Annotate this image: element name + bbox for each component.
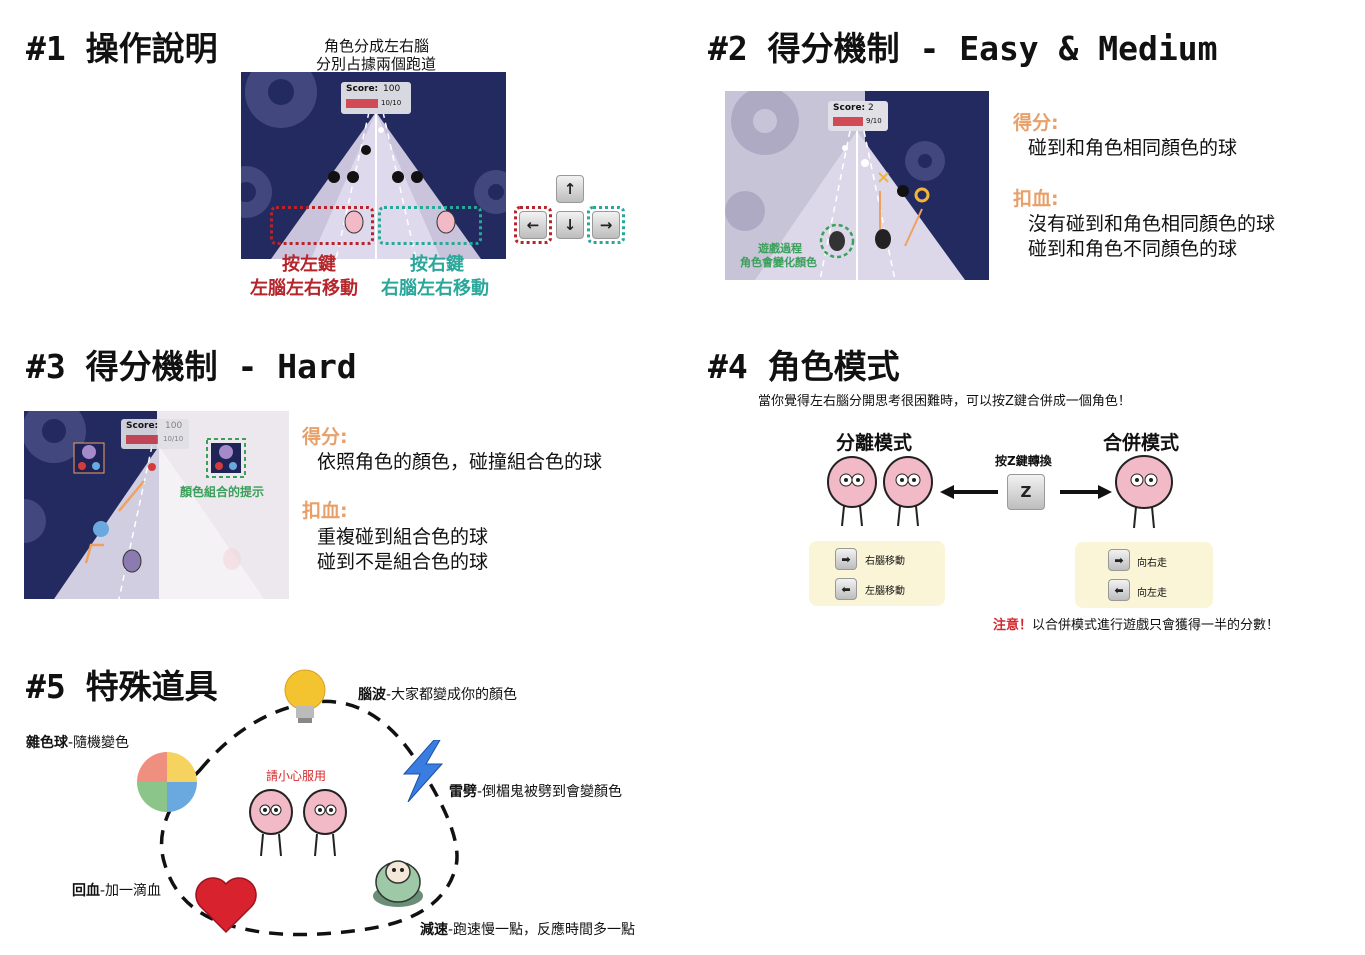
right-key-label: 按右鍵 bbox=[410, 254, 464, 275]
section3-gain-1: 依照角色的顏色，碰撞組合色的球 bbox=[317, 451, 603, 473]
split-left-key: ⬅ bbox=[835, 578, 857, 600]
item-heal: 回血-加一滴血 bbox=[72, 880, 161, 900]
item-lightning-desc: -倒楣鬼被劈到會變顏色 bbox=[477, 784, 623, 800]
item-brainwave-name: 腦波 bbox=[358, 687, 386, 703]
section1-caption-line1: 角色分成左右腦 bbox=[324, 37, 430, 55]
merge-left-key: ⬅ bbox=[1108, 579, 1130, 601]
item-colorball-desc: -隨機變色 bbox=[68, 735, 130, 751]
svg-text:×: × bbox=[876, 167, 891, 188]
item-heal-desc: -加一滴血 bbox=[100, 883, 162, 899]
item-colorball: 雜色球-隨機變色 bbox=[26, 732, 129, 752]
lightbulb-icon bbox=[284, 669, 326, 723]
section3-loss-2: 碰到不是組合色的球 bbox=[317, 551, 489, 573]
split-mode-title: 分離模式 bbox=[836, 432, 913, 454]
section3-game-screenshot: Score: 100 10/10 顏色組合的提示 bbox=[24, 411, 289, 599]
heart-icon bbox=[195, 877, 257, 934]
arrow-right-key: → bbox=[592, 211, 620, 239]
section1-score-value: 100 bbox=[383, 84, 401, 94]
section1-game-screenshot: Score: 100 10/10 bbox=[241, 72, 506, 259]
item-colorball-name: 雜色球 bbox=[26, 735, 68, 751]
section2-score-value: 2 bbox=[868, 103, 874, 113]
item-lightning-name: 雷劈 bbox=[449, 784, 477, 800]
section2-game-scene: × bbox=[725, 91, 965, 280]
section2-overlay-line1: 遊戲過程 bbox=[758, 242, 802, 255]
section2-gain-label: 得分: bbox=[1013, 112, 1059, 134]
left-key-label: 按左鍵 bbox=[282, 254, 336, 275]
arrow-right-highlight bbox=[587, 206, 625, 244]
item-heal-name: 回血 bbox=[72, 883, 100, 899]
merged-brain-illustration bbox=[1115, 455, 1173, 529]
arrow-right-icon bbox=[1060, 485, 1112, 499]
items-loop-path bbox=[159, 699, 459, 937]
z-key: Z bbox=[1007, 474, 1045, 510]
arrow-left-highlight bbox=[514, 206, 552, 244]
split-brains-illustration bbox=[827, 456, 933, 527]
section5-center-text: 請小心服用 bbox=[266, 769, 327, 783]
section3-title: #3 得分機制 - Hard bbox=[26, 347, 357, 386]
split-controls-panel: ➡ 右腦移動 ⬅ 左腦移動 bbox=[809, 541, 945, 606]
merge-left-label: 向左走 bbox=[1137, 588, 1167, 599]
item-lightning: 雷劈-倒楣鬼被劈到會變顏色 bbox=[449, 781, 622, 801]
section2-score-panel: Score: 2 9/10 bbox=[828, 101, 888, 131]
section1-hp-bar bbox=[346, 99, 378, 108]
section3-game-scene bbox=[24, 411, 289, 599]
arrow-left-key: ← bbox=[519, 211, 547, 239]
merge-right-key: ➡ bbox=[1108, 549, 1130, 571]
section3-hint-label: 顏色組合的提示 bbox=[180, 485, 265, 499]
lightning-icon bbox=[402, 740, 444, 802]
split-right-key: ➡ bbox=[835, 548, 857, 570]
section3-hp-text: 10/10 bbox=[163, 435, 184, 443]
section2-overlay-line2: 角色會變化顏色 bbox=[740, 256, 817, 269]
section3-score-panel: Score: 100 10/10 bbox=[121, 419, 189, 449]
section1-game-scene bbox=[241, 72, 506, 259]
right-lane-highlight bbox=[378, 206, 482, 245]
center-brains-illustration bbox=[249, 789, 347, 857]
item-slow-desc: -跑速慢一點，反應時間多一點 bbox=[448, 922, 636, 938]
section3-hp-bar bbox=[126, 435, 158, 444]
section3-loss-1: 重複碰到組合色的球 bbox=[317, 526, 489, 548]
section3-gain-label: 得分: bbox=[302, 426, 348, 448]
section3-score-label: Score: bbox=[126, 421, 159, 431]
item-slow: 減速-跑速慢一點，反應時間多一點 bbox=[420, 919, 635, 939]
item-brainwave-desc: -大家都變成你的顏色 bbox=[386, 687, 518, 703]
merge-mode-title: 合併模式 bbox=[1103, 432, 1180, 454]
section2-gain-1: 碰到和角色相同顏色的球 bbox=[1028, 137, 1238, 159]
section1-score-label: Score: bbox=[346, 84, 379, 94]
merge-right-label: 向右走 bbox=[1137, 558, 1167, 569]
section2-loss-label: 扣血: bbox=[1013, 188, 1059, 210]
section4-note-text: 以合併模式進行遊戲只會獲得一半的分數！ bbox=[1032, 618, 1280, 633]
section3-loss-label: 扣血: bbox=[302, 500, 348, 522]
merge-controls-panel: ➡ 向右走 ⬅ 向左走 bbox=[1075, 542, 1213, 608]
section3-score-value: 100 bbox=[165, 421, 183, 431]
section4-note: 注意！以合併模式進行遊戲只會獲得一半的分數！ bbox=[993, 614, 1279, 633]
left-lane-highlight bbox=[270, 206, 374, 245]
section2-loss-2: 碰到和角色不同顏色的球 bbox=[1028, 238, 1238, 260]
section2-hp-text: 9/10 bbox=[866, 117, 882, 125]
section2-hp-bar bbox=[833, 117, 863, 126]
section2-title: #2 得分機制 - Easy & Medium bbox=[708, 29, 1218, 68]
section2-game-screenshot: × Score: 2 9/10 遊戲過程 角色會變化顏色 bbox=[725, 91, 989, 280]
section1-title: #1 操作說明 bbox=[26, 29, 218, 68]
section2-score-label: Score: bbox=[833, 103, 866, 113]
section5-title: #5 特殊道具 bbox=[26, 667, 218, 706]
color-ball-icon bbox=[137, 752, 197, 812]
arrow-left-icon bbox=[940, 485, 998, 499]
split-right-label: 右腦移動 bbox=[865, 556, 905, 567]
section2-loss-1: 沒有碰到和角色相同顏色的球 bbox=[1028, 213, 1276, 235]
section4-title: #4 角色模式 bbox=[708, 347, 900, 386]
split-left-label: 左腦移動 bbox=[865, 586, 905, 597]
section1-score-panel: Score: 100 10/10 bbox=[341, 82, 411, 114]
item-brainwave: 腦波-大家都變成你的顏色 bbox=[358, 684, 517, 704]
section4-subtitle: 當你覺得左右腦分開思考很困難時，可以按Z鍵合併成一個角色！ bbox=[758, 394, 1131, 409]
section1-hp-text: 10/10 bbox=[381, 99, 402, 107]
switch-label: 按Z鍵轉換 bbox=[995, 454, 1052, 468]
arrow-up-key: ↑ bbox=[556, 175, 584, 203]
slow-turtle-icon bbox=[373, 860, 423, 907]
section1-caption-line2: 分別占據兩個跑道 bbox=[316, 55, 437, 73]
section4-note-prefix: 注意！ bbox=[993, 618, 1033, 633]
arrow-down-key: ↓ bbox=[556, 211, 584, 239]
left-key-desc: 左腦左右移動 bbox=[250, 278, 358, 299]
item-slow-name: 減速 bbox=[420, 922, 448, 938]
right-key-desc: 右腦左右移動 bbox=[381, 278, 489, 299]
